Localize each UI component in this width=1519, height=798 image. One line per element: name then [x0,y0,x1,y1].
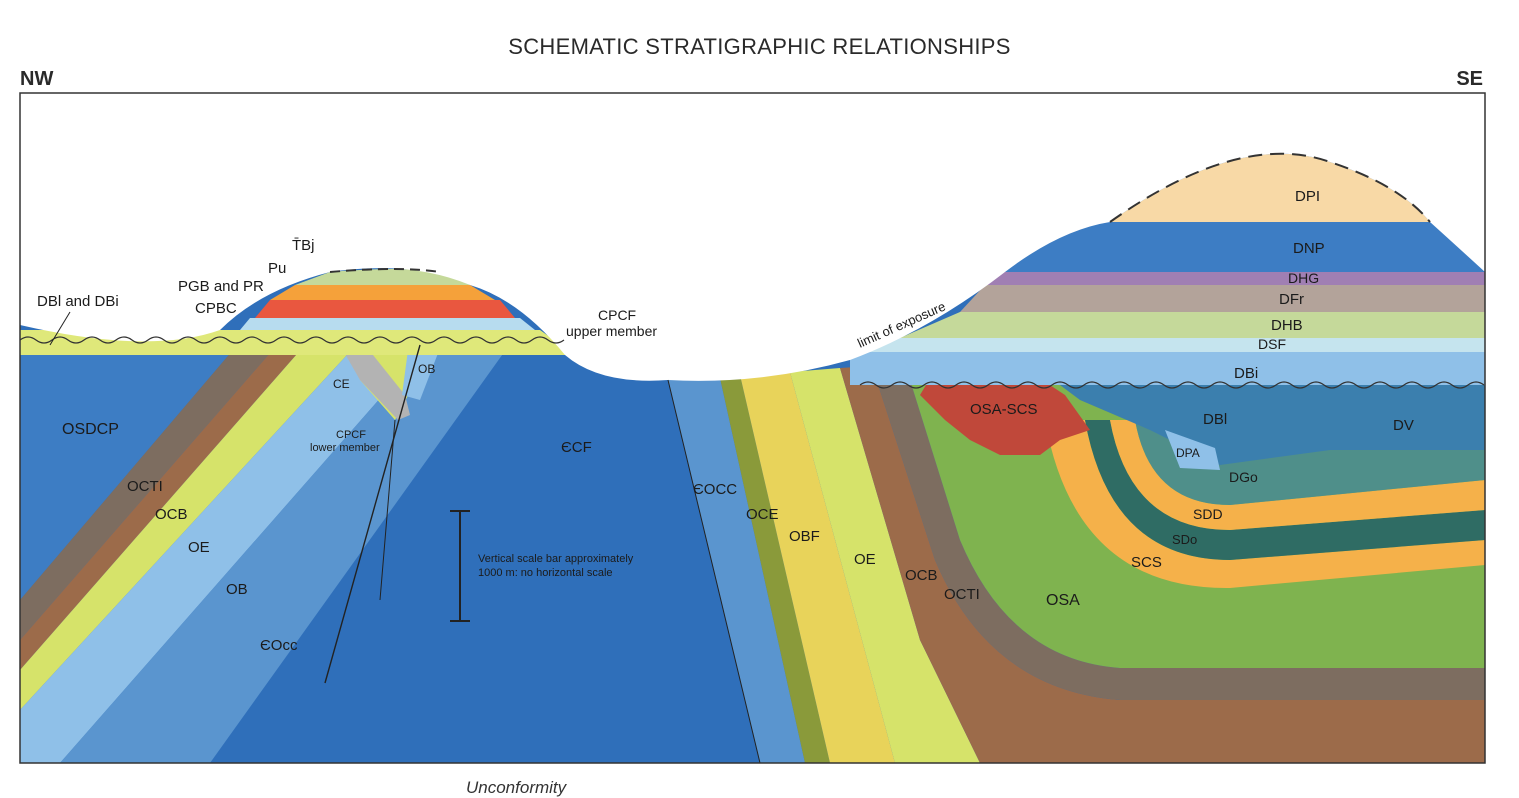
label-sdo: SDo [1172,532,1197,547]
label-tbj: T̄Bj [292,237,315,254]
label-cpcf-upper-2: upper member [566,323,657,339]
label-ob-left: OB [226,581,248,598]
unit-obf [740,372,895,763]
unit-dhg [985,272,1485,285]
label-ocb-left: OCB [155,506,188,523]
unconformity-line-se [859,381,1485,389]
unit-tbj [295,269,470,285]
unit-dbl-right [1060,385,1485,465]
label-dbl-right: DBl [1203,411,1227,428]
fault-line [379,419,396,601]
label-dv: DV [1393,417,1414,434]
unit-sdo [1085,420,1485,560]
scale-bar: Vertical scale bar approximately 1000 m:… [450,510,634,622]
unit-dsf [850,338,1485,352]
fault-line [324,344,421,684]
label-oce: OCE [746,506,779,523]
unit-ocb-right [840,366,1485,763]
label-scs: SCS [1131,554,1162,571]
label-cpbc: CPBC [195,300,237,317]
unit-ce-left [340,345,410,420]
scale-bar-text-1: Vertical scale bar approximately [478,553,634,565]
label-cpcf-lower-2: lower member [310,442,380,454]
unconformity-line [20,336,565,344]
label-octi-left: OCTI [127,478,163,495]
label-dbi-and-dbi: DBl and DBi [37,293,119,310]
label-pu: Pu [268,260,286,277]
label-dsf: DSF [1258,336,1286,352]
unit-dpi [1110,153,1430,222]
label-dgo: DGo [1229,469,1258,485]
label-ob-top: OB [418,362,435,376]
footer-unconformity-label: Unconformity [466,778,567,797]
diagram-title: SCHEMATIC STRATIGRAPHIC RELATIONSHIPS [508,34,1011,59]
sky [20,93,1485,381]
label-ce-left: CE [333,377,350,391]
label-osa: OSA [1046,592,1080,609]
unit-oe-right [790,368,980,763]
dashed-limit-left [329,268,441,273]
label-obf: OBF [789,528,820,545]
unit-sdd [1110,420,1485,530]
unit-osa-scs [920,370,1090,455]
label-octi-right: OCTI [944,586,980,603]
label-dpi: DPI [1295,188,1320,205]
label-sdd: SDD [1193,506,1223,522]
label-osa-scs: OSA-SCS [970,401,1038,418]
label-ocb-right: OCB [905,567,938,584]
label-cpcf-upper-1: CPCF [598,307,636,323]
label-dnp: DNP [1293,240,1325,257]
label-eocc-right: ЄOCC [693,481,737,498]
label-dbi-right: DBi [1234,365,1258,382]
unit-dnp [1005,222,1485,272]
unit-dpa [1165,430,1220,470]
label-eocc-left: ЄOcc [260,637,298,654]
scale-bar-text-2: 1000 m: no horizontal scale [478,567,613,579]
label-dfr: DFr [1279,291,1304,308]
label-ecf: ЄCF [561,439,592,456]
unit-dhb [900,312,1485,338]
unit-dbi-right [850,352,1485,385]
unit-dfr [960,285,1485,312]
unit-oce [720,375,830,763]
unit-eocc-left [60,330,520,763]
direction-nw-label: NW [20,68,54,90]
unit-scs [1045,420,1485,589]
unit-cpbc [240,318,535,330]
label-pgb-pr: PGB and PR [178,278,264,295]
label-cpcf-lower-1: CPCF [336,429,366,441]
label-oe-left: OE [188,539,210,556]
section-frame [19,92,1486,764]
label-dhb: DHB [1271,317,1303,334]
label-dpa: DPA [1176,446,1200,460]
label-oe-right: OE [854,551,876,568]
unit-eocc-right [668,378,805,763]
unit-pu [270,285,495,300]
label-osdcp: OSDCP [62,421,119,438]
label-dhg: DHG [1288,270,1319,286]
unit-ob-left [20,330,440,763]
dashed-limit-right [1109,152,1431,223]
direction-se-label: SE [1456,68,1483,90]
unit-pgb-pr [255,300,515,318]
